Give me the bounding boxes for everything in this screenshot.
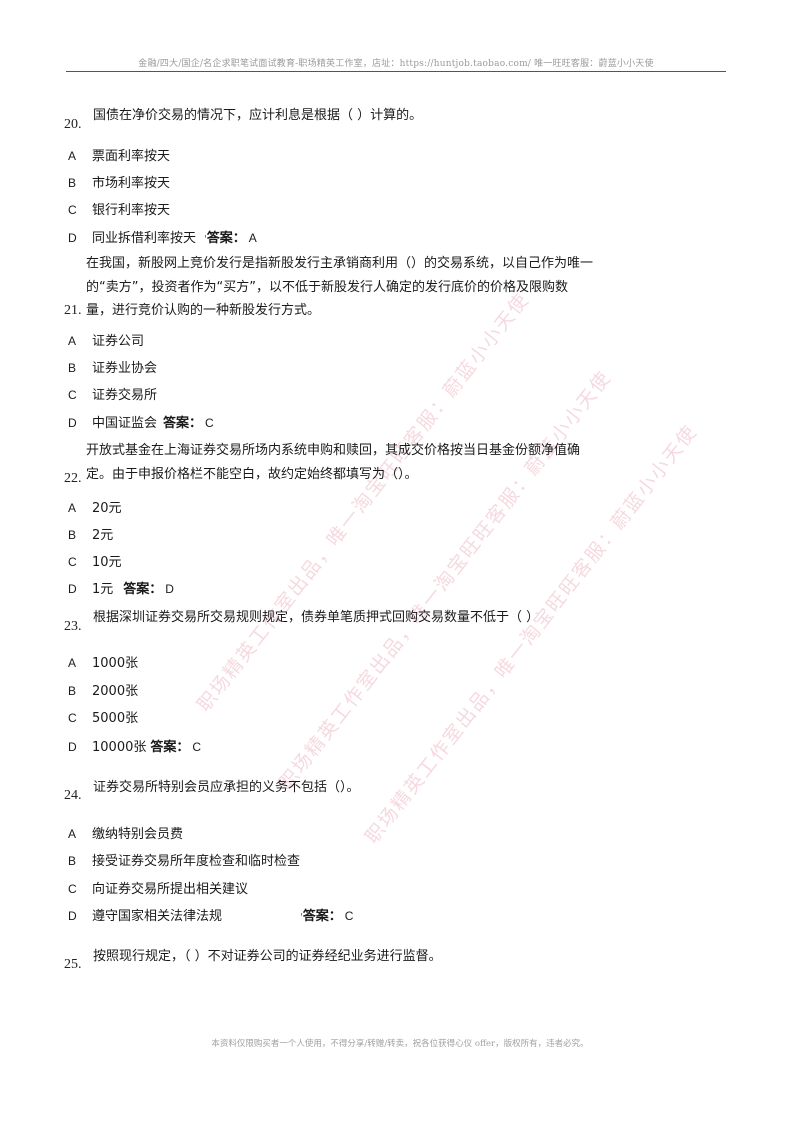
question-text: 国债在净价交易的情况下，应计利息是根据（ ）计算的。 (93, 108, 423, 123)
answer-value: A (248, 231, 257, 245)
page-header: 金融/四大/国企/名企求职笔试面试教育-职场精英工作室，店址：https://h… (138, 59, 654, 69)
answer-label: 答案： (206, 231, 246, 246)
answer-label: 答案： (123, 582, 163, 597)
answer-value: C (192, 740, 202, 754)
question-number: 21. (64, 303, 82, 318)
answer-value: C (344, 909, 354, 923)
question-text-line: 量，进行竞价认购的一种新股发行方式。 (86, 303, 321, 318)
watermark: 职场精英工作室出品，唯一淘宝旺旺客服：蔚蓝小小天使 (193, 288, 534, 717)
question-text-line: 开放式基金在上海证券交易所场内系统申购和赎回，其成交价格按当日基金份额净值确 (86, 443, 581, 458)
answer-value: C (205, 416, 214, 430)
question-text: 证券交易所特别会员应承担的义务不包括（）。 (93, 780, 360, 795)
question-number: 20. (64, 117, 82, 132)
watermark: 职场精英工作室出品，唯一淘宝旺旺客服：蔚蓝小小天使 (361, 420, 702, 849)
question-text-line: 定。由于申报价格栏不能空白，故约定始终都填写为（）。 (86, 467, 418, 482)
question-number: 25. (64, 957, 82, 972)
question-number: 23. (64, 619, 82, 634)
page-footer: 本资料仅限购买者一个人使用，不得分享/转赠/转卖，祝各位获得心仪 offer，版… (211, 1039, 589, 1049)
watermark: 职场精英工作室出品，唯一淘宝旺旺客服：蔚蓝小小天使 (275, 366, 616, 795)
question-text-line: 的“卖方”，投资者作为“买方”，以不低于新股发行人确定的发行底价的价格及限购数 (86, 280, 568, 295)
question-text: 按照现行规定，（ ）不对证券公司的证券经纪业务进行监督。 (93, 949, 442, 964)
question-text: 根据深圳证券交易所交易规则规定，债券单笔质押式回购交易数量不低于（ ） (93, 610, 540, 625)
question-text-line: 在我国，新股网上竞价发行是指新股发行主承销商利用（）的交易系统，以自己作为唯一 (86, 256, 594, 271)
question-number: 22. (64, 471, 82, 486)
header-divider (66, 71, 726, 72)
answer-label: 答案： (302, 909, 342, 924)
question-number: 24. (64, 788, 82, 803)
answer-label: 答案： (163, 416, 203, 431)
answer-value: D (165, 582, 174, 596)
answer-label: 答案： (150, 740, 190, 755)
